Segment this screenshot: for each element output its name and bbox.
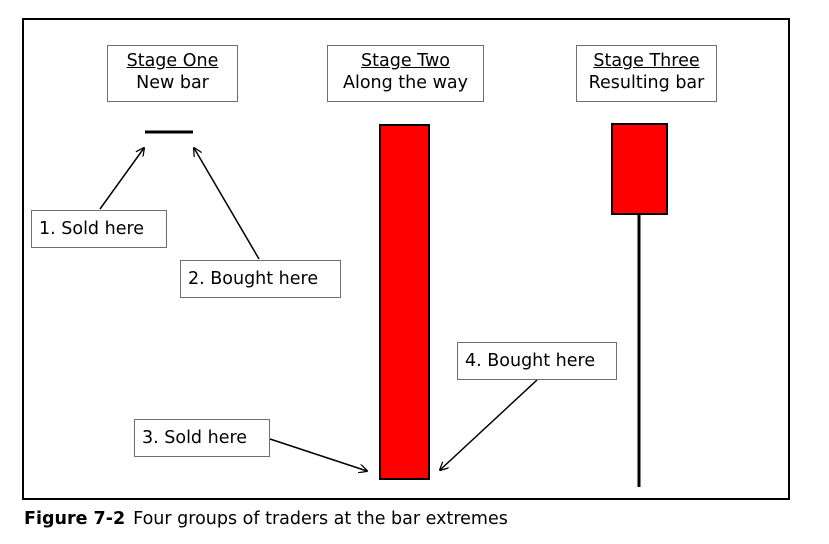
arrow-bought-2 [194, 148, 260, 260]
stage-one-subtitle: New bar [136, 73, 209, 93]
stage-three-title: Stage Three [593, 51, 700, 71]
arrow-sold-1 [99, 148, 144, 210]
figure-frame [22, 18, 790, 500]
along-the-way-bar [379, 124, 430, 480]
label-sold-3: 3. Sold here [134, 419, 270, 457]
label-bought-4: 4. Bought here [457, 342, 617, 380]
stage-two-title: Stage Two [361, 51, 450, 71]
stage-two-box: Stage Two Along the way [327, 45, 484, 102]
label-sold-1: 1. Sold here [31, 210, 167, 248]
figure-caption-text: Four groups of traders at the bar extrem… [133, 509, 508, 529]
stage-three-box: Stage Three Resulting bar [576, 45, 717, 102]
stage-two-subtitle: Along the way [343, 73, 468, 93]
figure-caption: Figure 7-2 Four groups of traders at the … [24, 509, 508, 529]
stage-one-title: Stage One [126, 51, 219, 71]
resulting-bar-body [611, 123, 668, 215]
arrow-sold-3 [269, 438, 367, 471]
label-bought-2: 2. Bought here [180, 260, 341, 298]
stage-one-box: Stage One New bar [107, 45, 238, 102]
stage-three-subtitle: Resulting bar [588, 73, 705, 93]
arrow-bought-4 [440, 379, 538, 470]
figure-number: Figure 7-2 [24, 509, 126, 529]
